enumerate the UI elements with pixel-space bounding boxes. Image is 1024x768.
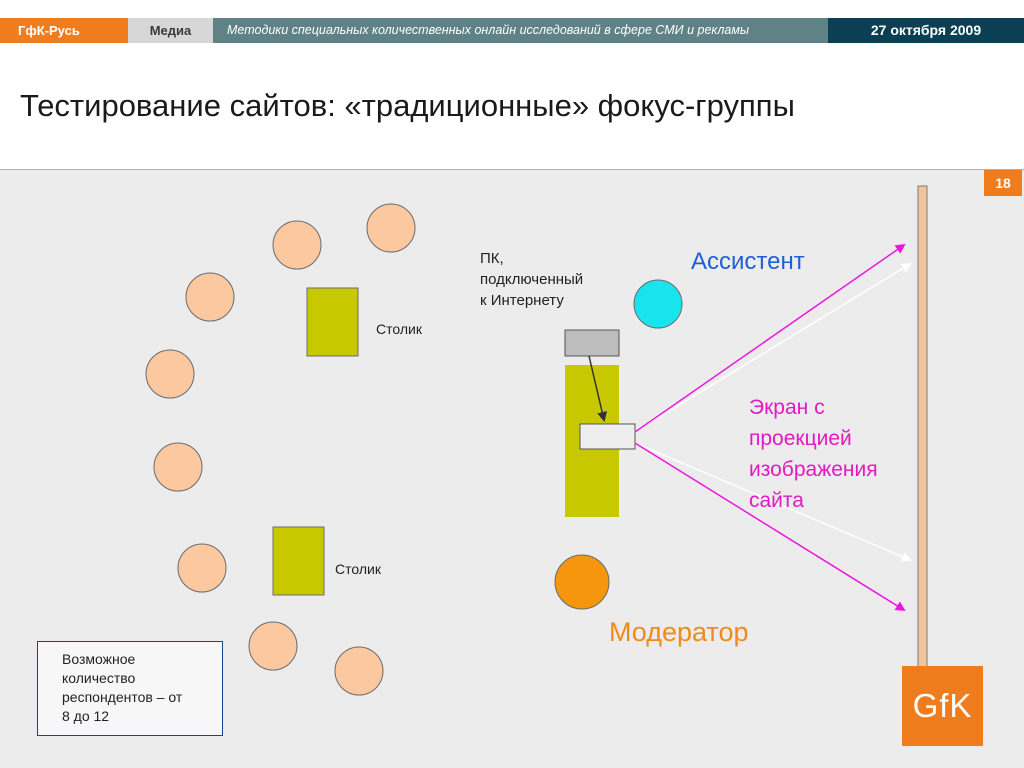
screen-label: Экран с проекцией изображения сайта bbox=[749, 396, 878, 512]
assistant-circle bbox=[633, 279, 683, 329]
pc-monitor bbox=[564, 329, 620, 357]
projection-beam-bottom-white bbox=[634, 442, 912, 562]
slide-title: Тестирование сайтов: «традиционные» фоку… bbox=[20, 88, 795, 123]
respondent-circle bbox=[334, 646, 384, 696]
respondent-circle bbox=[153, 442, 203, 492]
respondents bbox=[145, 203, 416, 696]
header-bar: ГфК-Русь Медиа Методики специальных коли… bbox=[0, 18, 1024, 43]
respondent-circle bbox=[248, 621, 298, 671]
moderator-circle bbox=[554, 554, 610, 610]
assistant-label: Ассистент bbox=[691, 248, 805, 275]
table-label-2: Столик bbox=[335, 561, 381, 577]
pc-label: ПК, подключенный к Интернету bbox=[480, 250, 584, 309]
moderator-label: Модератор bbox=[609, 617, 749, 647]
pc-connection-arrow bbox=[588, 355, 608, 422]
page-number: 18 bbox=[984, 170, 1022, 196]
table-rect bbox=[306, 287, 359, 357]
respondent-circle bbox=[272, 220, 322, 270]
header-date: 27 октября 2009 bbox=[828, 18, 1024, 43]
section-label: Медиа bbox=[128, 18, 213, 43]
table-rect bbox=[272, 526, 325, 596]
projector bbox=[579, 423, 636, 450]
projection-beam-bottom bbox=[634, 442, 906, 612]
projection-screen bbox=[917, 185, 928, 671]
projection-beam-top bbox=[634, 243, 906, 433]
table-label-1: Столик bbox=[376, 321, 422, 337]
projection-beam-top-white bbox=[634, 262, 912, 433]
respondent-circle bbox=[145, 349, 195, 399]
respondent-circle bbox=[366, 203, 416, 253]
gfk-logo: GfK bbox=[902, 666, 983, 746]
respondent-circle bbox=[177, 543, 227, 593]
brand-label: ГфК-Русь bbox=[0, 18, 128, 43]
respondents-note: Возможное количество респондентов – от 8… bbox=[37, 641, 223, 736]
header-description: Методики специальных количественных онла… bbox=[213, 18, 828, 43]
title-divider bbox=[0, 169, 1024, 170]
respondent-circle bbox=[185, 272, 235, 322]
